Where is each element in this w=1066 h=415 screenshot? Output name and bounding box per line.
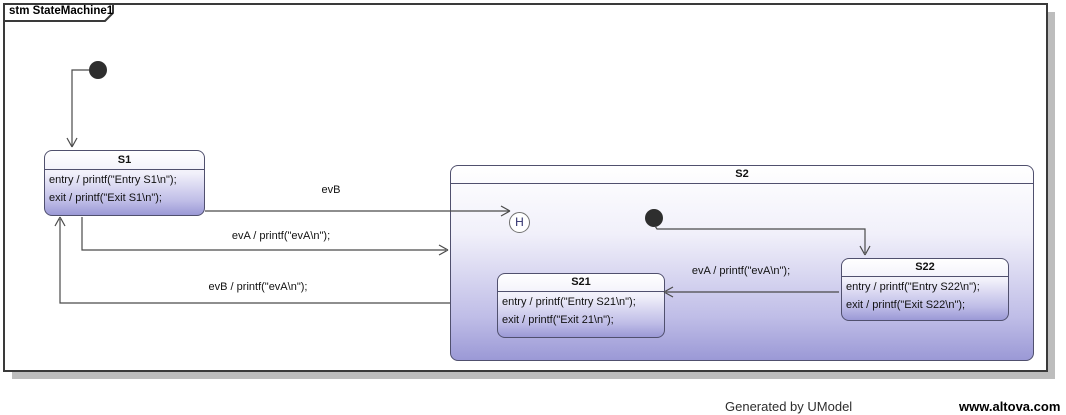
state-s2-title: S2: [451, 166, 1033, 184]
state-s22-exit-action[interactable]: exit / printf("Exit S22\n");: [846, 299, 966, 311]
state-s2[interactable]: S2 S21 entry / printf("Entry S21\n"); ex…: [450, 165, 1034, 361]
state-s21-entry-action[interactable]: entry / printf("Entry S21\n");: [502, 296, 636, 308]
transition-label-evb-s1-to-history[interactable]: evB: [321, 184, 341, 196]
transition-label-eva-s1-to-s2[interactable]: evA / printf("evA\n");: [231, 230, 331, 242]
frame-title: stm StateMachine1: [9, 5, 114, 17]
state-s1-exit-action[interactable]: exit / printf("Exit S1\n");: [49, 192, 162, 204]
transition-label-evb-s2-to-s1[interactable]: evB / printf("evA\n");: [208, 281, 308, 293]
generated-by-text: Generated by UModel: [725, 399, 853, 414]
state-s1-entry-action[interactable]: entry / printf("Entry S1\n");: [49, 174, 177, 186]
state-s22-title: S22: [842, 259, 1008, 277]
state-s21[interactable]: S21 entry / printf("Entry S21\n"); exit …: [497, 273, 665, 338]
history-state-icon[interactable]: H: [509, 212, 530, 233]
state-s21-title: S21: [498, 274, 664, 292]
transition-label-eva-s22-to-s21[interactable]: evA / printf("evA\n");: [691, 265, 791, 277]
state-s21-exit-action[interactable]: exit / printf("Exit 21\n");: [502, 314, 614, 326]
state-s22-entry-action[interactable]: entry / printf("Entry S22\n");: [846, 281, 980, 293]
state-s1-title: S1: [45, 151, 204, 170]
state-s1[interactable]: S1 entry / printf("Entry S1\n"); exit / …: [44, 150, 205, 216]
state-s22[interactable]: S22 entry / printf("Entry S22\n"); exit …: [841, 258, 1009, 321]
altova-link[interactable]: www.altova.com: [959, 399, 1061, 414]
